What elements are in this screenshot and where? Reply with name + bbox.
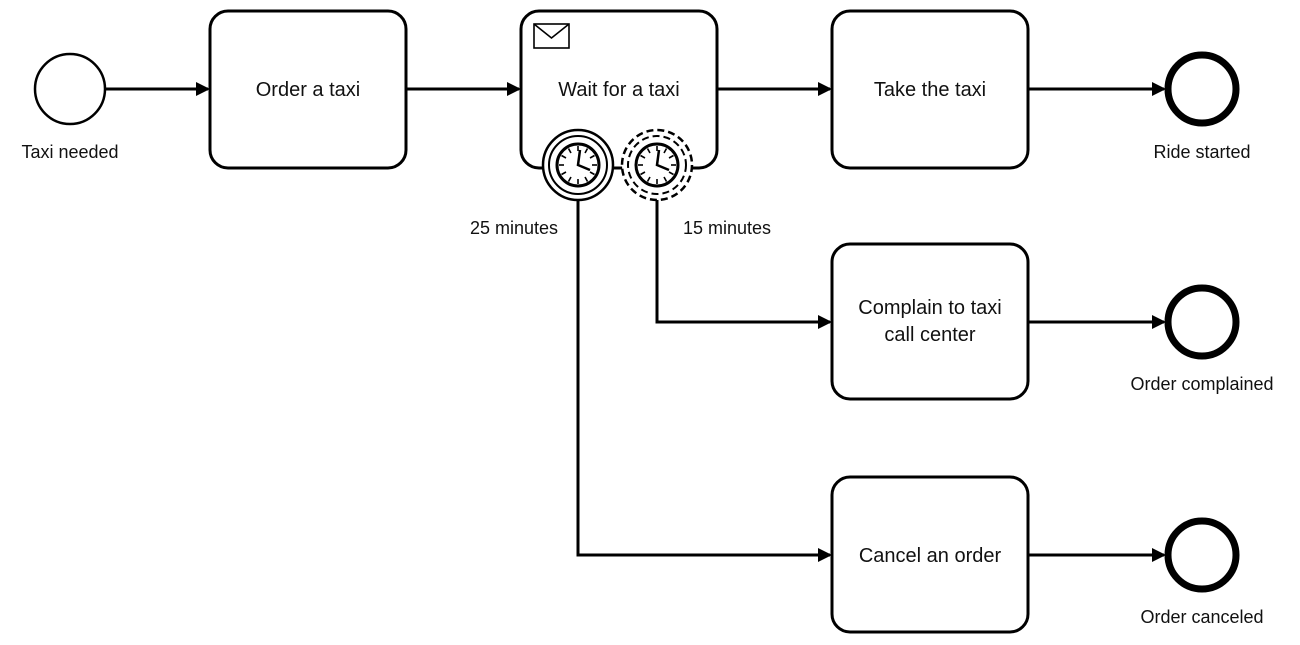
sequence-flows (106, 82, 1166, 562)
task-take-the-taxi[interactable]: Take the taxi (830, 9, 1030, 170)
task-label: Wait for a taxi (558, 79, 680, 101)
start-event-label: Taxi needed (21, 142, 118, 162)
envelope-icon (533, 23, 570, 49)
end-event-label: Order canceled (1140, 607, 1263, 627)
timer-label: 15 minutes (683, 218, 771, 238)
task-label: Complain to taxi call center (858, 297, 1001, 346)
task-label: Order a taxi (256, 79, 360, 101)
boundary-timer-non-interrupting[interactable]: 15 minutes (620, 128, 771, 238)
flow-timer15-to-complain[interactable] (655, 196, 832, 329)
task-order-a-taxi[interactable]: Order a taxi (208, 9, 408, 170)
end-event-order-canceled[interactable]: Order canceled (1140, 517, 1264, 627)
task-complain-to-call-center[interactable]: Complain to taxi call center (830, 242, 1030, 401)
end-event-ride-started[interactable]: Ride started (1153, 51, 1251, 162)
end-event-label: Ride started (1153, 142, 1250, 162)
start-event[interactable]: Taxi needed (21, 52, 119, 162)
timer-icon (555, 142, 601, 188)
task-label: Take the taxi (874, 79, 986, 101)
end-event-icon (1164, 51, 1240, 127)
end-event-order-complained[interactable]: Order complained (1130, 284, 1274, 394)
flow-timer25-to-cancel[interactable] (576, 200, 832, 562)
end-event-label: Order complained (1130, 374, 1273, 394)
start-event-icon (33, 52, 107, 126)
end-event-icon (1164, 517, 1240, 593)
task-wait-for-a-taxi[interactable]: Wait for a taxi (519, 9, 719, 170)
timer-label: 25 minutes (470, 218, 558, 238)
task-label-line1: Complain to taxi (858, 297, 1001, 319)
boundary-timer-interrupting[interactable]: 25 minutes (470, 128, 615, 238)
task-cancel-an-order[interactable]: Cancel an order (830, 475, 1030, 634)
timer-icon (634, 142, 680, 188)
task-label: Cancel an order (859, 545, 1002, 567)
end-event-icon (1164, 284, 1240, 360)
task-label-line2: call center (884, 324, 975, 346)
